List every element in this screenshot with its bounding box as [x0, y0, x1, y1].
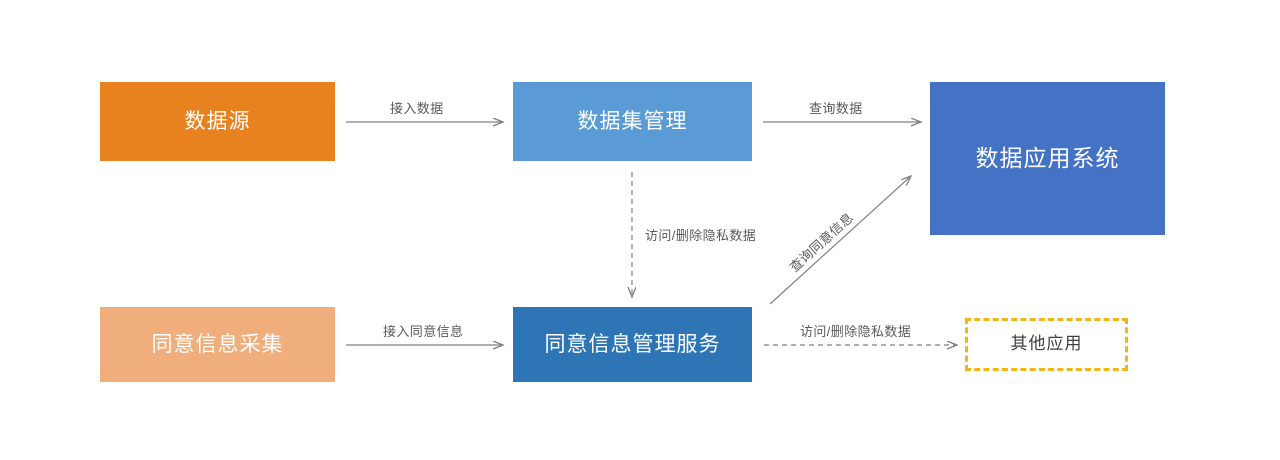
edge-label-query-consent-info: 查询同意信息: [786, 209, 857, 275]
node-consent-management-service-label: 同意信息管理服务: [544, 332, 721, 356]
edge-label-access-data: 接入数据: [390, 101, 444, 116]
node-datasource[interactable]: 数据源: [100, 82, 335, 161]
edge-label-access-consent-info: 接入同意信息: [383, 324, 464, 339]
node-dataset-management-label: 数据集管理: [577, 109, 688, 133]
edge-label-access-delete-private-data-horizontal: 访问/删除隐私数据: [800, 324, 912, 339]
node-datasource-label: 数据源: [184, 109, 251, 133]
node-consent-collection[interactable]: 同意信息采集: [100, 307, 335, 382]
node-other-application[interactable]: 其他应用: [965, 318, 1128, 371]
node-data-application-system-label: 数据应用系统: [975, 144, 1120, 171]
node-consent-management-service[interactable]: 同意信息管理服务: [513, 307, 752, 382]
node-dataset-management[interactable]: 数据集管理: [513, 82, 752, 161]
edge-consentservice-to-dataapp: [769, 176, 911, 305]
edge-label-query-data: 查询数据: [809, 101, 863, 116]
node-data-application-system[interactable]: 数据应用系统: [930, 82, 1165, 235]
node-consent-collection-label: 同意信息采集: [151, 332, 284, 356]
node-other-application-label: 其他应用: [1010, 334, 1083, 354]
edge-label-access-delete-private-data-vertical: 访问/删除隐私数据: [645, 228, 757, 243]
